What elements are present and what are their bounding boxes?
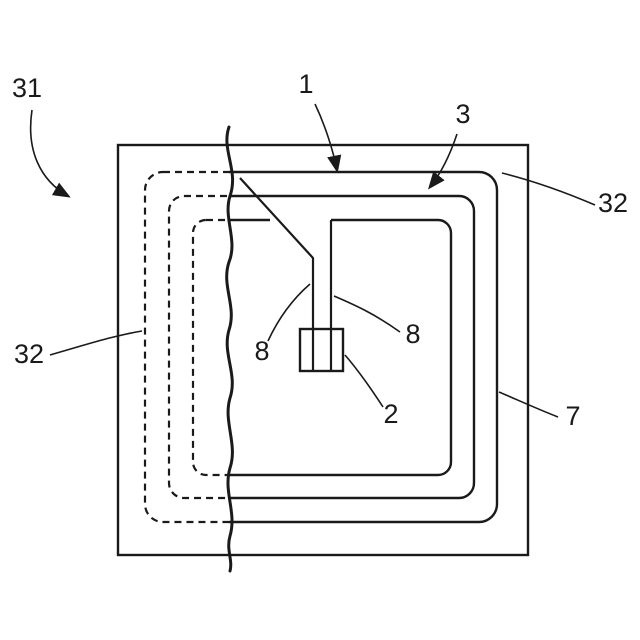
leader-7 [498,391,559,418]
wavy-break-line [225,125,235,573]
label-3: 3 [455,99,470,129]
leader-32-left [49,330,143,356]
chip-lead-left [239,177,315,371]
label-31: 31 [12,73,42,103]
leader-2 [344,354,384,408]
label-32-left: 32 [14,339,44,369]
label-8-left: 8 [254,336,269,366]
leader-8-right [333,295,401,333]
substrate-outline [116,143,530,557]
label-7: 7 [565,401,580,431]
coil-turn-3-dashed [191,218,229,477]
leader-8-left [267,283,311,342]
label-8-right: 8 [405,319,420,349]
coil-turn-2-dashed [167,194,229,500]
chip-rect [298,327,345,373]
leader-32-right [501,172,596,206]
leader-arrow-3 [428,133,458,190]
coil-turn-2 [229,194,476,500]
coil-turn-1 [229,170,499,524]
coil-turn-1-dashed [143,170,229,524]
coil-turn-3 [229,218,453,477]
coil-dashed-section [143,170,229,524]
leader-arrow-31 [29,109,71,198]
label-32-right: 32 [598,188,628,218]
label-1: 1 [298,69,313,99]
leader-arrow-1 [314,103,342,174]
label-2: 2 [383,399,398,429]
coil-solid-section [229,170,499,524]
